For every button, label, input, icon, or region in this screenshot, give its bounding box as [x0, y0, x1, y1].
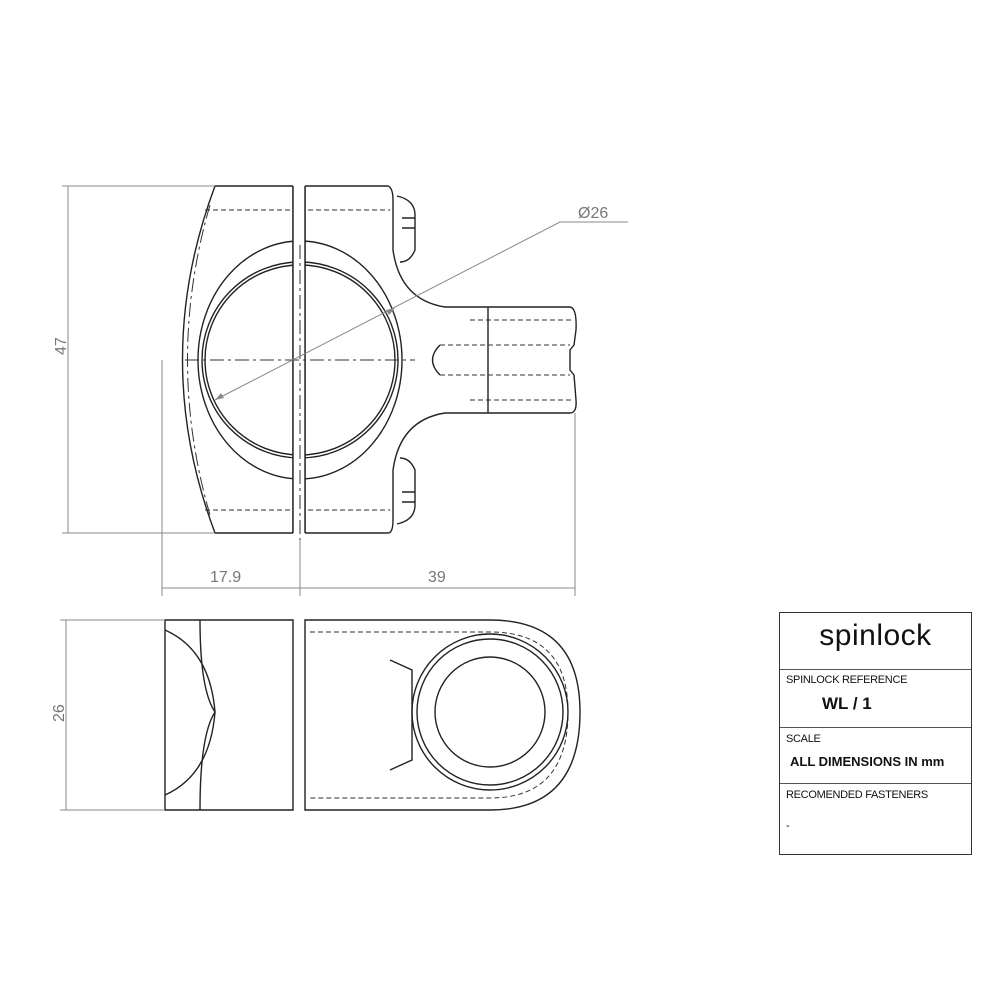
dim-length-39: 39	[428, 569, 446, 586]
spinlock-logo: spinlock	[819, 619, 932, 652]
scale-value: ALL DIMENSIONS IN mm	[790, 754, 945, 769]
title-block: spinlock SPINLOCK REFERENCE WL / 1 SCALE…	[779, 612, 972, 855]
reference-value: WL / 1	[822, 694, 872, 713]
fasteners-value: -	[786, 820, 790, 832]
reference-label: SPINLOCK REFERENCE	[786, 674, 908, 686]
fasteners-label: RECOMENDED FASTENERS	[786, 789, 928, 801]
dimensions-top	[62, 185, 628, 596]
dim-height-26: 26	[51, 704, 68, 722]
scale-label: SCALE	[786, 733, 821, 745]
bottom-view	[60, 619, 581, 811]
dim-offset-17-9: 17.9	[210, 569, 241, 586]
dim-diameter: Ø26	[578, 205, 608, 222]
top-view	[181, 180, 577, 560]
dim-height-47: 47	[53, 337, 70, 355]
